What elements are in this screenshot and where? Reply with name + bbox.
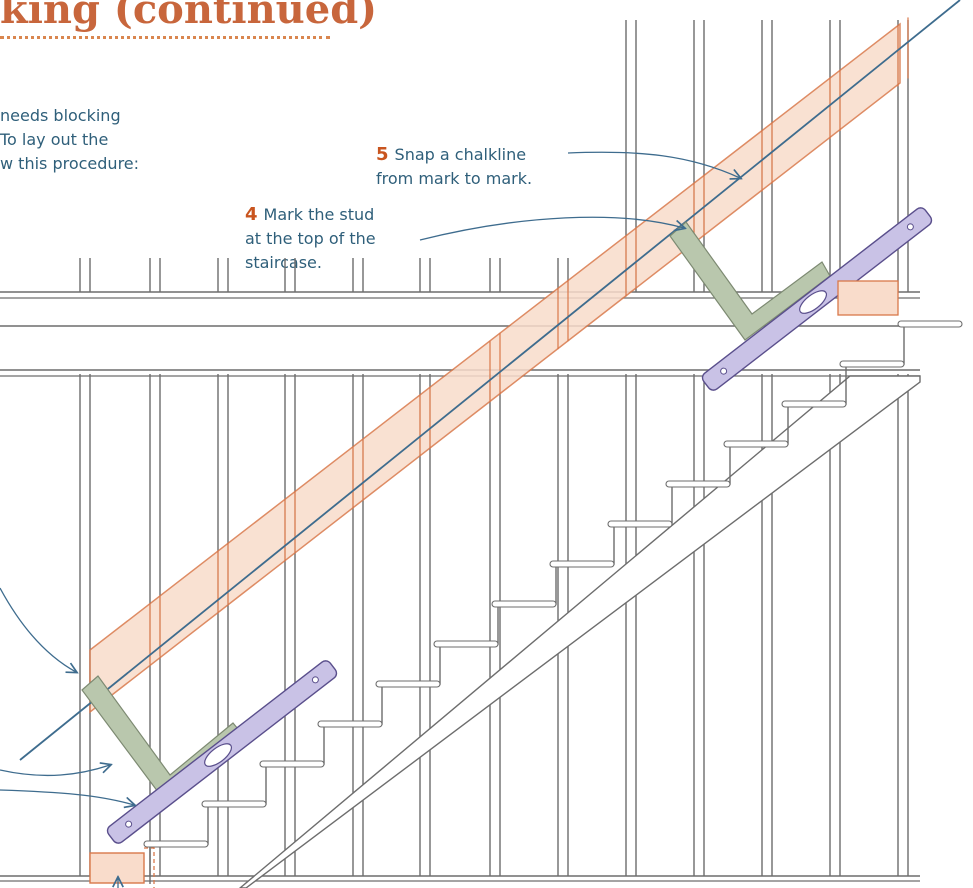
step-5-leader — [567, 151, 740, 178]
level-lower — [106, 660, 338, 844]
step-5-number: 5 — [376, 144, 389, 165]
tread-nosing — [665, 480, 731, 488]
step-4-leader — [419, 216, 684, 241]
chalkline — [19, 0, 961, 761]
tread-nosing — [723, 440, 789, 448]
tread-nosing — [839, 360, 905, 368]
step-5-text-1: Snap a chalkline — [394, 145, 527, 164]
blocking-dividers — [149, 17, 909, 665]
stair-treads — [143, 320, 963, 884]
framing-square-lower — [81, 675, 244, 801]
block-dashed-outline — [144, 847, 155, 888]
step-5-line-2: from mark to mark. — [376, 169, 533, 188]
page-title: king (continued) — [0, 0, 378, 33]
step-4-line-3: staircase. — [245, 253, 322, 272]
tread-nosing — [549, 560, 615, 568]
stud — [693, 20, 705, 888]
top-blocking-block — [837, 280, 899, 316]
leader-to-lower-square — [0, 765, 110, 777]
intro-line-1: needs blocking — [0, 106, 121, 125]
tread-nosing — [897, 320, 963, 328]
tread-nosing — [433, 640, 499, 648]
tread-nosing — [317, 720, 383, 728]
tread-nosing — [201, 800, 267, 808]
intro-line-2: To lay out the — [0, 130, 109, 149]
level-upper — [701, 207, 933, 391]
title-dotted-rule — [0, 36, 330, 43]
tread-nosing — [781, 400, 847, 408]
intro-caption: needs blocking To lay out the w this pro… — [0, 104, 139, 176]
stud — [897, 20, 909, 888]
stair-stringer — [238, 375, 921, 888]
step-4-text-1: Mark the stud — [263, 205, 375, 224]
stud — [829, 20, 841, 888]
intro-line-3: w this procedure: — [0, 154, 140, 173]
step-4-line-1: 4 Mark the stud — [245, 203, 376, 227]
step-5-line-1: 5 Snap a chalkline — [376, 143, 532, 167]
leader-to-lower-level — [0, 789, 134, 805]
step-5-caption: 5 Snap a chalkline from mark to mark. — [376, 143, 532, 191]
step-4-caption: 4 Mark the stud at the top of the stairca… — [245, 203, 376, 275]
tread-nosing — [491, 600, 557, 608]
bottom-plate — [0, 875, 920, 888]
step-4-number: 4 — [245, 204, 258, 225]
bottom-blocking-block — [89, 852, 145, 884]
step-4-line-2: at the top of the — [245, 229, 376, 248]
tread-nosing — [607, 520, 673, 528]
leader-to-lower-mark — [0, 587, 76, 672]
stud — [625, 20, 637, 888]
tread-nosing — [375, 680, 441, 688]
tread-nosing — [259, 760, 325, 768]
tread-nosing — [143, 840, 209, 848]
